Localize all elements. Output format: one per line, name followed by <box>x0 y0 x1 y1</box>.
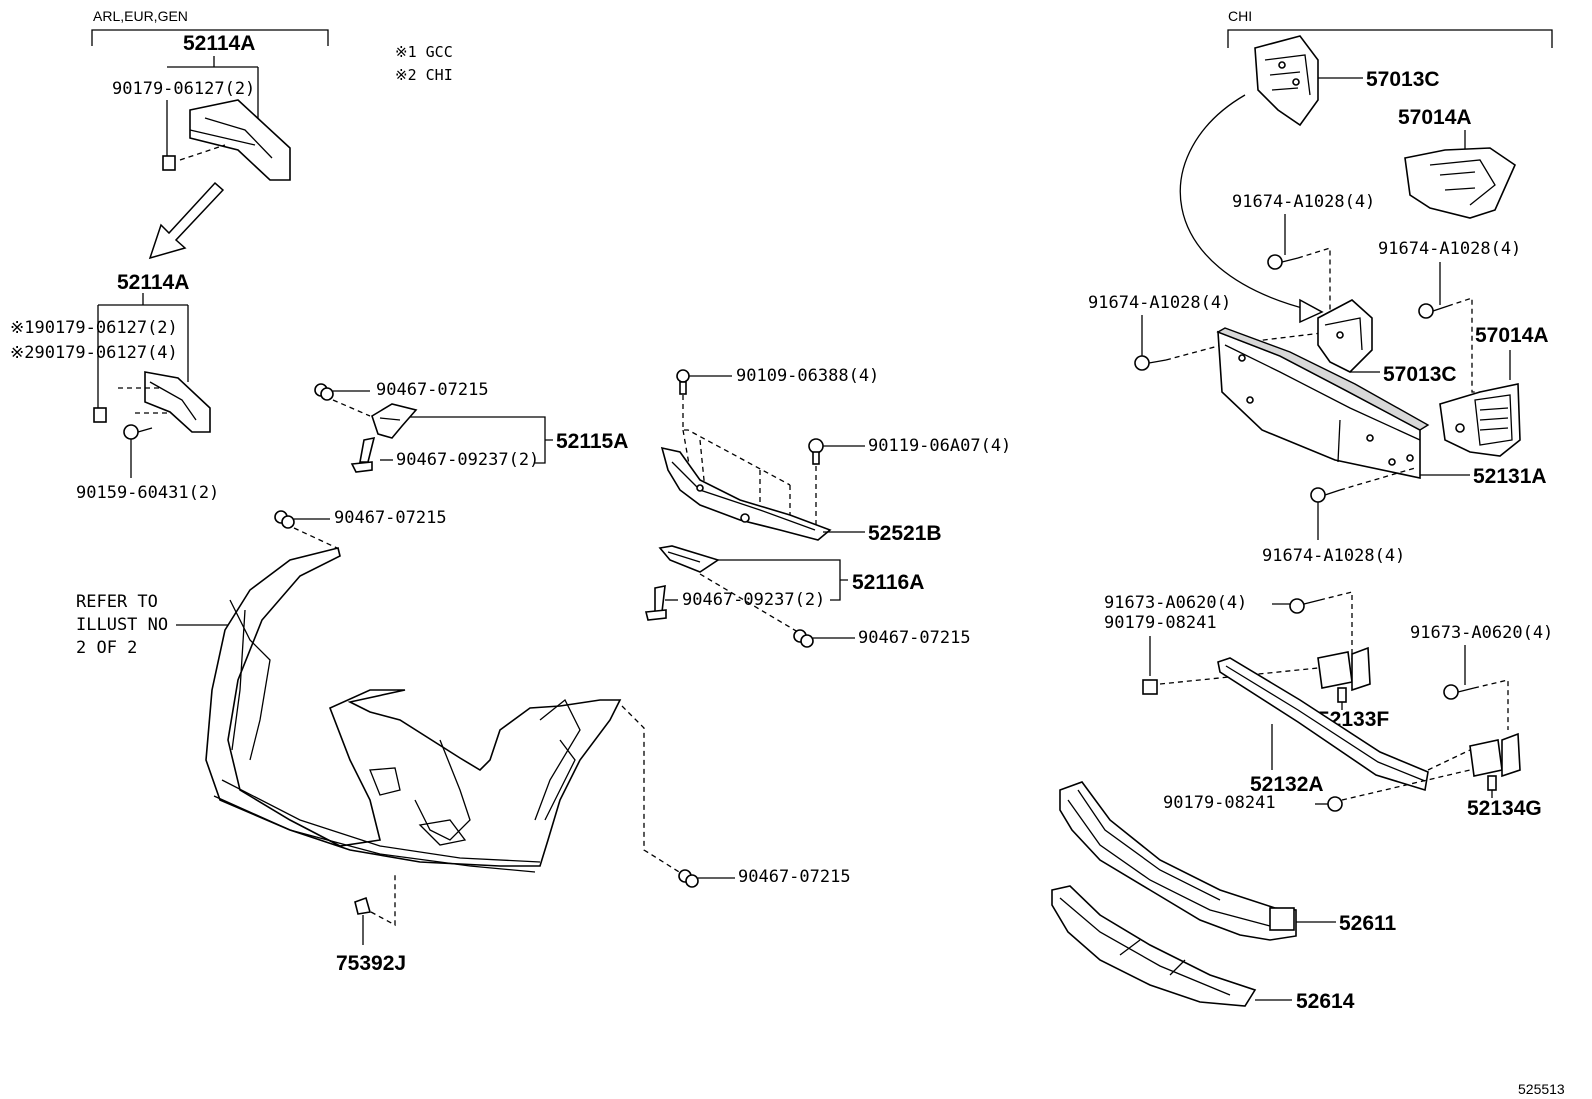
beam-52132A-illustration <box>1217 657 1429 792</box>
leader-52115A <box>410 416 553 464</box>
label-91674-d: 91674-A1028(4) <box>1262 546 1405 566</box>
label-90159-60431: 90159-60431(2) <box>76 483 219 503</box>
label-91674-c: 91674-A1028(4) <box>1088 293 1231 313</box>
label-52116A: 52116A <box>852 571 924 594</box>
bracket-52114A-top-illustration <box>162 99 291 181</box>
label-91673-a: 91673-A0620(4) <box>1104 593 1247 613</box>
label-52114A-top: 52114A <box>183 32 255 55</box>
label-91674-a: 91674-A1028(4) <box>1232 192 1375 212</box>
label-57013C-mid: 57013C <box>1383 363 1457 386</box>
label-90179-06127-2-gcc: ※190179-06127(2) <box>10 318 178 338</box>
dash-bumper-right <box>621 705 685 876</box>
label-90179-06127-4-chi: ※290179-06127(4) <box>10 343 178 363</box>
label-90467-09237-a: 90467-09237(2) <box>396 450 539 470</box>
group-bracket-arl <box>91 29 329 46</box>
bracket-52116A-illustration <box>644 545 720 621</box>
bolt-91674-c-icon <box>1134 355 1167 371</box>
dash-90179-b <box>1341 769 1471 801</box>
illustration-id: 525513 <box>1518 1081 1565 1097</box>
retainer-52521B-illustration <box>660 446 832 541</box>
label-57014A-top: 57014A <box>1398 106 1472 129</box>
refer-line-1: REFER TO <box>76 592 158 612</box>
label-57014A-mid: 57014A <box>1475 324 1549 347</box>
bolt-91673-b-icon <box>1443 684 1475 700</box>
nut-90179-08241-a-icon <box>1142 679 1158 695</box>
cover-52614-illustration <box>1051 885 1257 1007</box>
label-90467-07215-d: 90467-07215 <box>858 628 971 648</box>
label-90467-07215-b: 90467-07215 <box>334 508 447 528</box>
label-90119-06A07: 90119-06A07(4) <box>868 436 1011 456</box>
dash-52521B <box>682 395 791 520</box>
bracket-52114A-mid-illustration <box>93 371 211 440</box>
label-91673-b: 91673-A0620(4) <box>1410 623 1553 643</box>
label-90179-08241-b: 90179-08241 <box>1163 793 1276 813</box>
bolt-90119-06A07-icon <box>808 438 824 465</box>
label-90467-09237-b: 90467-09237(2) <box>682 590 825 610</box>
clip-90467-07215-a-icon <box>314 383 334 401</box>
bracket-57013C-top-illustration <box>1254 35 1319 127</box>
note-chi: ※2 CHI <box>395 66 453 84</box>
clip-90467-07215-d-icon <box>793 629 814 648</box>
note-gcc: ※1 GCC <box>395 43 453 61</box>
label-90467-07215-a: 90467-07215 <box>376 380 489 400</box>
bracket-52115A-illustration <box>350 403 418 473</box>
dash-bumper-b <box>293 527 338 549</box>
label-90179-08241-a: 90179-08241 <box>1104 613 1217 633</box>
label-52521B: 52521B <box>868 522 942 545</box>
dash-91673-b <box>1473 679 1509 730</box>
label-90467-07215-c: 90467-07215 <box>738 867 851 887</box>
leader-52116A <box>718 559 848 601</box>
label-52614: 52614 <box>1296 990 1355 1013</box>
bracket-57013C-mid-illustration <box>1317 299 1373 373</box>
bracket-57014A-mid-illustration <box>1439 383 1521 457</box>
dash-91674-a <box>1297 247 1331 330</box>
dash-91673-a <box>1319 591 1353 660</box>
dash-91674-d <box>1339 467 1416 491</box>
dash-75392J <box>370 872 396 927</box>
label-91674-b: 91674-A1028(4) <box>1378 239 1521 259</box>
bolt-91674-b-icon <box>1418 303 1449 319</box>
cap-75392J-icon <box>354 896 372 915</box>
bolt-91673-a-icon <box>1289 598 1321 614</box>
reinforcement-52131A-illustration <box>1216 327 1430 479</box>
curved-arrow-head <box>1299 298 1324 324</box>
arrow-down-left <box>148 181 225 260</box>
curved-arrow <box>1179 94 1311 311</box>
label-57013C-top: 57013C <box>1366 68 1440 91</box>
bolt-91674-a-icon <box>1267 254 1299 270</box>
group-label-chi: CHI <box>1228 8 1252 24</box>
dash-52132A <box>1427 749 1471 771</box>
label-52611: 52611 <box>1339 912 1397 935</box>
absorber-52134G-illustration <box>1469 732 1521 791</box>
label-52132A: 52132A <box>1250 773 1324 796</box>
nut-90179-08241-b-icon <box>1327 796 1343 812</box>
leader-52114A-mid <box>97 293 189 410</box>
label-75392J: 75392J <box>336 952 406 975</box>
absorber-52611-illustration <box>1059 781 1297 941</box>
group-bracket-chi <box>1227 29 1553 48</box>
dash-52116A <box>699 573 799 633</box>
bolt-91674-d-icon <box>1310 487 1341 503</box>
group-label-arl: ARL,EUR,GEN <box>93 8 188 24</box>
label-52134G: 52134G <box>1467 797 1542 820</box>
front-bumper-cover-illustration <box>205 547 622 873</box>
refer-line-3: 2 OF 2 <box>76 638 137 658</box>
absorber-52133F-illustration <box>1317 646 1371 703</box>
label-52115A: 52115A <box>556 430 628 453</box>
clip-90467-07215-c-icon <box>678 869 699 888</box>
label-52131A: 52131A <box>1473 465 1547 488</box>
dash-91674-b <box>1447 297 1500 393</box>
label-90109-06388: 90109-06388(4) <box>736 366 879 386</box>
bolt-90109-06388-icon <box>676 369 690 395</box>
dash-52115A-a <box>332 399 371 417</box>
refer-line-2: ILLUST NO <box>76 615 168 635</box>
label-52114A-mid: 52114A <box>117 271 189 294</box>
bracket-57014A-top-illustration <box>1404 147 1517 219</box>
clip-90467-07215-b-icon <box>274 510 295 529</box>
label-90179-06127-2-top: 90179-06127(2) <box>112 79 255 99</box>
